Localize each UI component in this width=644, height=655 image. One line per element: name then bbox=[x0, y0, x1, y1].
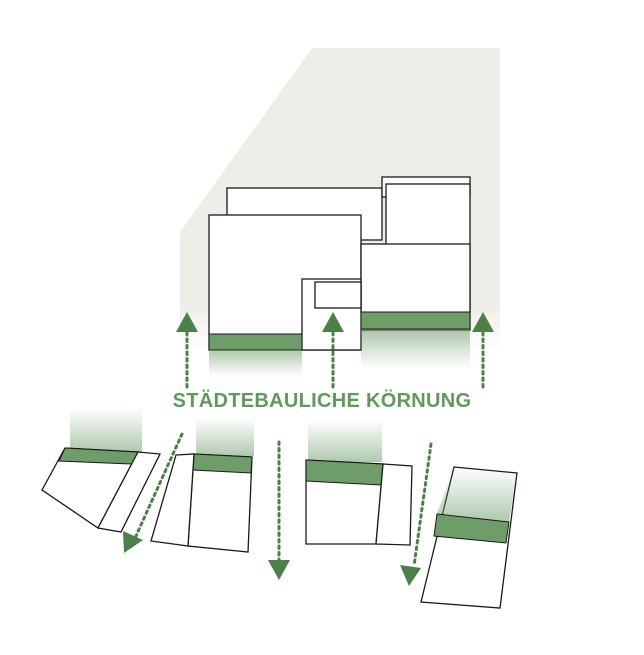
small-building-3-annex bbox=[375, 463, 413, 546]
arrowheads-up bbox=[176, 312, 494, 332]
small-building-4-strip bbox=[433, 513, 510, 544]
small-building-1-annex bbox=[97, 451, 162, 533]
diagram-title: STÄDTEBAULICHE KÖRNUNG bbox=[172, 390, 472, 412]
block-courtyard-inner bbox=[314, 281, 362, 309]
small-building-3-strip bbox=[305, 459, 384, 486]
small-building-2-strip bbox=[192, 453, 253, 474]
large-building-block bbox=[208, 176, 471, 351]
arrows-down bbox=[134, 432, 433, 568]
arrowhead-up-left bbox=[176, 312, 198, 332]
arrowhead-up-center bbox=[322, 312, 344, 332]
arrow-down-1-shaft bbox=[134, 432, 184, 538]
arrowheads-down bbox=[123, 531, 421, 586]
frontage-glow-right bbox=[361, 329, 470, 369]
frontage-strip-right bbox=[360, 311, 471, 330]
arrowhead-up-right bbox=[472, 312, 494, 332]
small-building-2-annex bbox=[150, 453, 195, 547]
frontage-glow-left bbox=[209, 350, 302, 376]
arrow-down-3-shaft bbox=[412, 442, 433, 568]
arrowhead-down-3 bbox=[400, 565, 421, 586]
small-building-4-glow bbox=[437, 467, 517, 522]
arrows-up bbox=[185, 331, 485, 389]
small-building-2-glow bbox=[196, 418, 254, 456]
arrowhead-down-1 bbox=[123, 531, 143, 553]
small-building-3-glow bbox=[308, 420, 382, 462]
frontage-strip-left bbox=[208, 333, 303, 351]
arrowhead-down-2 bbox=[268, 560, 290, 580]
small-building-1-glow bbox=[70, 408, 142, 452]
